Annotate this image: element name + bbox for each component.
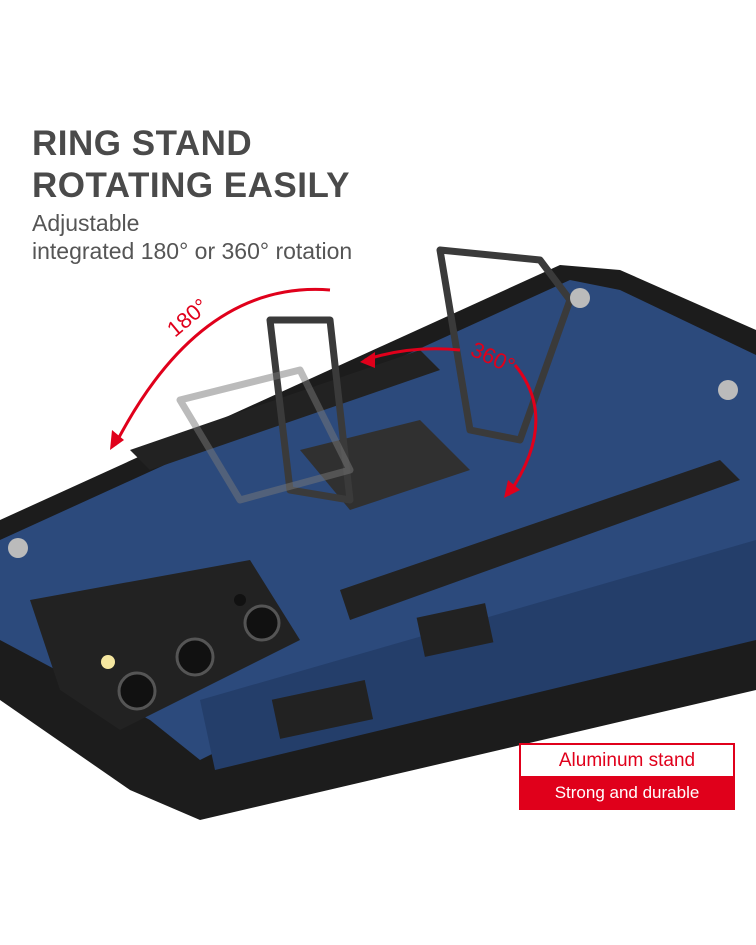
screw-icon [8,538,28,558]
arrow-head-icon [504,480,520,498]
camera-lens-icon [175,637,215,677]
screw-icon [718,380,738,400]
subheading-line-1: Adjustable [32,210,140,236]
camera-module [30,560,300,730]
grip-strip [340,460,740,620]
heading-line-1: RING STAND [32,124,253,163]
screw-icon [570,288,590,308]
power-button [416,603,494,657]
flash-icon [101,655,115,669]
feature-badge: Aluminum stand Strong and durable [519,743,735,810]
volume-button [271,680,374,739]
camera-lens-icon [117,671,157,711]
subheading-line-2: integrated 180° or 360° rotation [32,238,353,264]
arrow-head-icon [360,352,375,368]
badge-title: Aluminum stand [521,745,733,776]
heading-line-2: ROTATING EASILY [32,166,350,205]
badge-subtitle: Strong and durable [521,776,733,810]
arrow-head-icon [110,430,124,450]
camera-lens-icon [243,604,281,642]
ring-stand [176,246,574,504]
